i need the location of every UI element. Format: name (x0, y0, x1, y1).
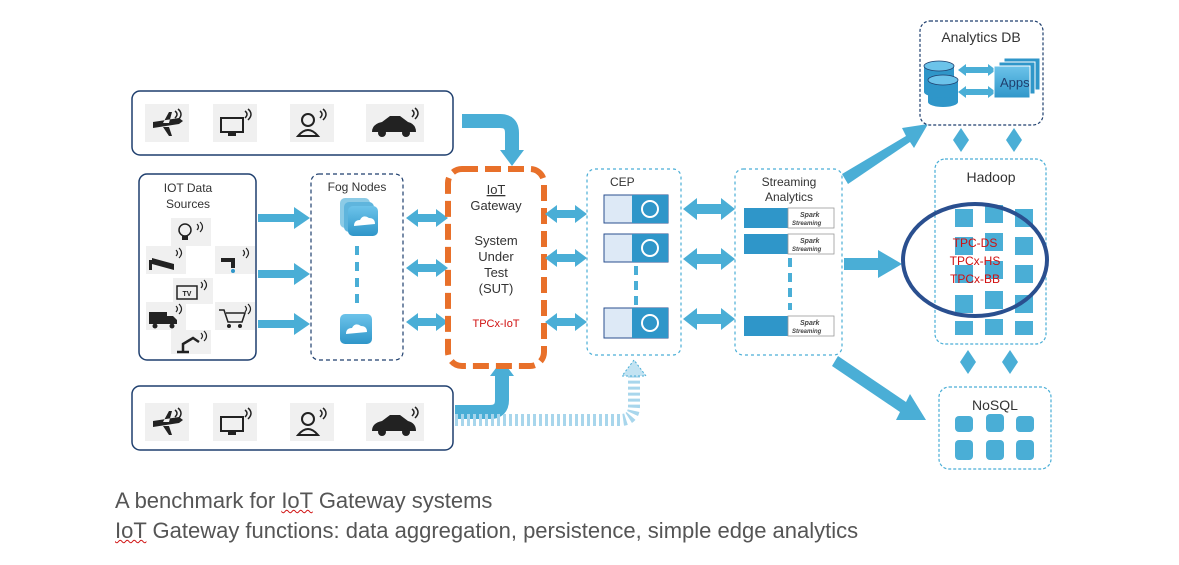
fog-cloud-icon (340, 198, 378, 236)
to-analytics-db-arrow (842, 124, 928, 184)
nosql-panel: NoSQL (938, 386, 1052, 470)
svg-text:TV: TV (183, 291, 192, 298)
tpcx-hs-label: TPCx-HS (950, 254, 1001, 268)
sut-line2: Under (478, 249, 514, 264)
spark-streaming-node: Spark Streaming (744, 207, 835, 229)
spark-label: Spark (800, 238, 821, 245)
person-icon (290, 403, 334, 441)
faucet-icon (215, 246, 255, 274)
iot-gateway-panel: IoT Gateway System Under Test (SUT) TPCx… (445, 166, 547, 369)
fog-nodes-panel: Fog Nodes (310, 173, 404, 361)
top-row-to-gateway-arrow (462, 114, 519, 152)
to-nosql-arrow (832, 356, 926, 420)
nosql-title: NoSQL (972, 397, 1018, 413)
monitor-icon (213, 403, 257, 441)
gateway-title-line1: IoT (487, 182, 506, 197)
streaming-title-line2: Analytics (765, 190, 813, 204)
person-icon (290, 104, 334, 142)
streaming-title-line1: Streaming (762, 175, 817, 189)
hadoop-cluster-grid (955, 205, 1033, 335)
hadoop-panel: Hadoop TPC-DS TPCx-HS TPCx-BB (901, 158, 1049, 345)
gateway-title-line2: Gateway (470, 198, 522, 213)
camera-icon (146, 246, 186, 274)
nosql-node-grid (955, 414, 1034, 460)
top-row-arrowhead (500, 150, 524, 166)
spark-streaming-node: Spark Streaming (744, 233, 835, 255)
airplane-icon (145, 104, 189, 142)
cep-node (603, 233, 669, 263)
iot-sources-title-line2: Sources (166, 197, 210, 211)
streaming-to-storage-arrows (832, 124, 928, 420)
streaming-label: Streaming (792, 329, 822, 335)
tpcx-iot-label: TPCx-IoT (472, 318, 519, 330)
car-icon (366, 104, 424, 142)
spark-streaming-node: Spark Streaming (744, 315, 835, 337)
gateway-to-cep-dashed-arrow (455, 372, 640, 426)
cep-streaming-arrows (683, 198, 735, 330)
spark-label: Spark (800, 320, 821, 327)
cep-node (603, 194, 669, 224)
database-icon (923, 60, 959, 107)
streaming-label: Streaming (792, 221, 822, 227)
caption-line-2-suffix: Gateway functions: data aggregation, per… (146, 518, 859, 543)
dashed-arrowhead (621, 359, 647, 377)
lightbulb-icon (171, 218, 211, 246)
caption-line-1: A benchmark for IoT Gateway systems (115, 488, 492, 514)
truck-icon (146, 302, 186, 330)
cart-icon (215, 302, 255, 330)
cep-title: CEP (610, 175, 635, 189)
hadoop-title: Hadoop (966, 169, 1015, 185)
gateway-cep-arrows (545, 205, 587, 331)
db-hadoop-arrows (953, 128, 1022, 152)
bottom-device-row (131, 385, 454, 451)
sources-to-fog-arrows (258, 207, 310, 335)
caption-line-1-iot: IoT (281, 488, 313, 513)
fog-gateway-arrows (406, 209, 448, 331)
to-hadoop-arrow (844, 250, 902, 278)
streaming-analytics-panel: Streaming Analytics Spark Streaming Spar… (734, 168, 843, 356)
caption-line-1-prefix: A benchmark for (115, 488, 282, 513)
db-apps-arrows (958, 64, 996, 98)
sut-line3: Test (484, 265, 508, 280)
tpc-ds-label: TPC-DS (953, 236, 998, 250)
analytics-db-panel: Analytics DB Apps (919, 20, 1044, 126)
streaming-label: Streaming (792, 247, 822, 253)
caption-line-2-iot: IoT (115, 518, 147, 543)
cep-node (603, 307, 669, 339)
sut-line4: (SUT) (479, 281, 514, 296)
analytics-db-title: Analytics DB (941, 29, 1020, 45)
robot-arm-icon (171, 330, 211, 354)
fog-nodes-title: Fog Nodes (328, 180, 387, 194)
spark-label: Spark (800, 212, 821, 219)
apps-label: Apps (1000, 75, 1030, 90)
cep-panel: CEP (586, 168, 682, 356)
tpcx-bb-label: TPCx-BB (950, 272, 1000, 286)
airplane-icon (145, 403, 189, 441)
hadoop-benchmark-ring (901, 202, 1049, 318)
tv-icon: TV (173, 278, 213, 304)
apps-icon: Apps (993, 57, 1041, 99)
hadoop-nosql-arrows (960, 350, 1018, 374)
car-icon (366, 403, 424, 441)
top-device-row (131, 90, 454, 156)
iot-data-sources-panel: IOT Data Sources TV (138, 173, 257, 361)
monitor-icon (213, 104, 257, 142)
sut-line1: System (474, 233, 517, 248)
fog-cloud-icon (340, 314, 372, 344)
iot-sources-title-line1: IOT Data (164, 181, 213, 195)
bottom-row-to-gateway-arrow (455, 374, 509, 419)
caption-line-2: IoT Gateway functions: data aggregation,… (115, 518, 858, 544)
caption-line-1-suffix: Gateway systems (312, 488, 493, 513)
